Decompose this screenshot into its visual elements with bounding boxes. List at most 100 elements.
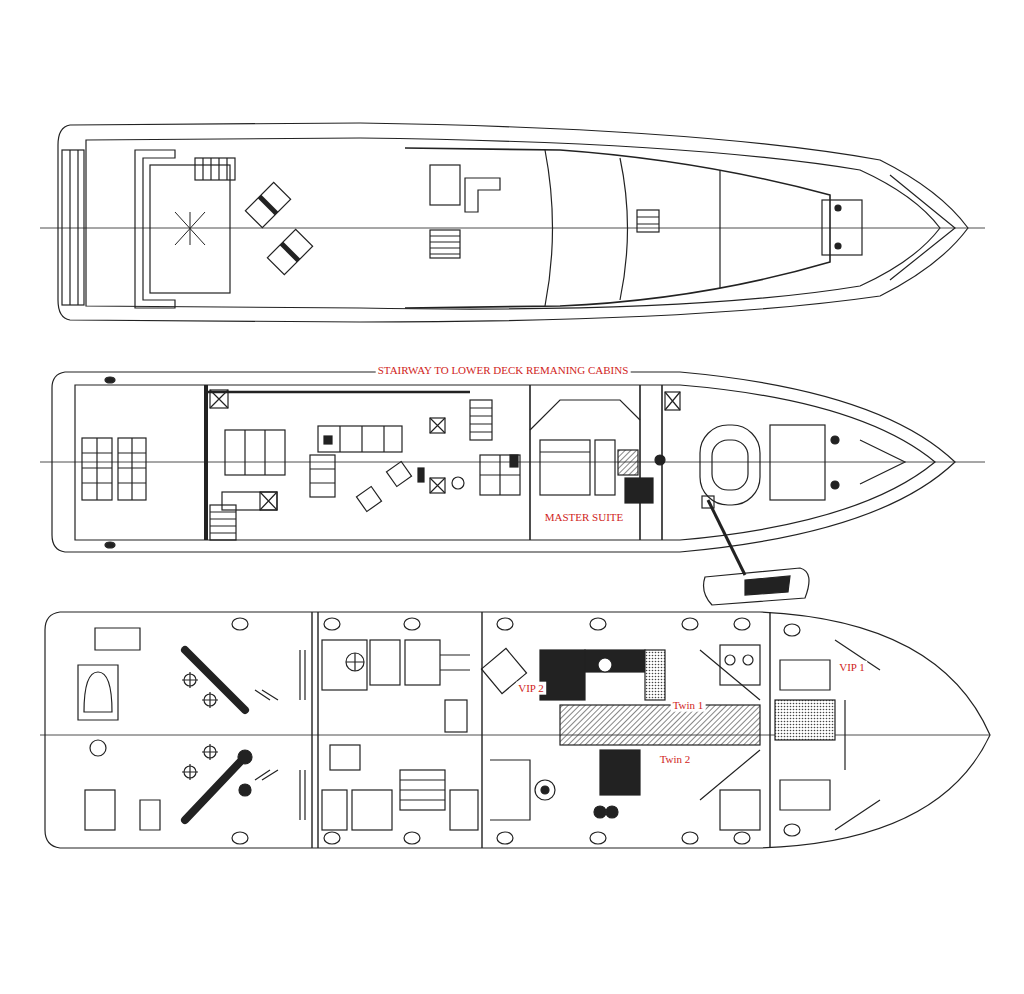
deck-line [255, 690, 278, 780]
deck-line [637, 217, 659, 224]
deck-line [182, 672, 198, 688]
deck-line [310, 455, 335, 497]
deck-line [324, 436, 332, 444]
deck-line [204, 385, 208, 540]
deck-line [232, 832, 248, 844]
deck-line [210, 512, 236, 533]
deck-line [890, 175, 955, 280]
deck-line [430, 230, 460, 258]
deck-line [239, 784, 251, 796]
deck-line [700, 425, 760, 505]
deck-line [95, 628, 160, 830]
deck-line [661, 385, 663, 540]
deck-line [82, 438, 112, 500]
deck-line [665, 392, 680, 410]
deck-line [450, 790, 478, 830]
deck-line [430, 418, 445, 433]
deck-line [497, 832, 513, 844]
deck-line [300, 650, 305, 820]
deck-line [530, 400, 640, 430]
deck-line [135, 150, 175, 308]
deck-line [585, 650, 645, 672]
deck-line [600, 750, 640, 795]
room-label: Twin 2 [658, 753, 693, 766]
deck-line [202, 692, 218, 708]
deck-line [324, 832, 340, 844]
deck-line [540, 440, 590, 495]
deck-line [470, 400, 492, 440]
deck-line [418, 468, 424, 482]
deck-line [310, 469, 335, 483]
deck-line [540, 451, 590, 452]
deck-line [784, 624, 800, 636]
deck-line [682, 832, 698, 844]
deck-line [452, 477, 464, 489]
deck-line [831, 481, 839, 489]
deck-line [704, 568, 809, 605]
deck-line [618, 450, 638, 475]
deck-line [430, 478, 445, 493]
deck-line [267, 229, 312, 274]
deck-line [222, 492, 277, 510]
deck-line [260, 492, 277, 510]
deck-line [322, 640, 367, 690]
deck-line [535, 780, 555, 800]
room-label: MASTER SUITE [543, 511, 626, 524]
deck-line [356, 486, 381, 511]
deck-line [202, 744, 218, 760]
room-label: VIP 2 [516, 682, 546, 695]
deck-line [465, 178, 500, 212]
deck-line [708, 500, 745, 575]
deck-line [322, 790, 347, 830]
deck-line [645, 650, 665, 700]
deck-line [702, 496, 714, 508]
deck-line [590, 832, 606, 844]
deck-line [78, 665, 118, 720]
deck-line [370, 640, 400, 685]
deck-line [822, 200, 862, 255]
deck-line [405, 640, 440, 685]
deck-line [712, 440, 748, 490]
deck-line [598, 658, 612, 672]
deck-line [70, 150, 78, 305]
deck-line [545, 150, 720, 306]
deck-line [82, 438, 112, 500]
deck-line [267, 229, 312, 274]
deck-line [318, 426, 402, 452]
deck-line [606, 806, 618, 818]
deck-line [831, 436, 839, 444]
deck-line [625, 478, 653, 503]
deck-line [175, 212, 205, 245]
deck-line [185, 762, 240, 820]
deck-line [720, 645, 760, 685]
deck-line [430, 418, 445, 433]
deck-line [210, 390, 228, 408]
deck-line [595, 440, 615, 495]
deck-line [510, 455, 518, 467]
deck-line [105, 377, 115, 383]
deck-line [330, 745, 360, 770]
deck-line [490, 760, 530, 820]
deck-line [780, 660, 830, 810]
deck-line [440, 655, 470, 670]
deck-line [150, 165, 230, 293]
deck-line [745, 576, 790, 595]
deck-line [232, 618, 248, 630]
deck-line [835, 205, 841, 211]
deck-line [430, 236, 460, 254]
deck-line [245, 182, 290, 227]
deck-line [210, 390, 228, 408]
deck-line [655, 455, 665, 465]
deck-line [665, 392, 680, 410]
deck-line [775, 700, 835, 740]
room-label: VIP 1 [837, 661, 867, 674]
deck-line [203, 158, 227, 180]
deck-line [637, 210, 659, 232]
deck-line [245, 182, 290, 227]
deck-line [400, 780, 445, 800]
deck-line [40, 735, 990, 736]
deck-line [346, 653, 364, 671]
deck-line [182, 764, 198, 780]
deck-line [118, 438, 146, 500]
